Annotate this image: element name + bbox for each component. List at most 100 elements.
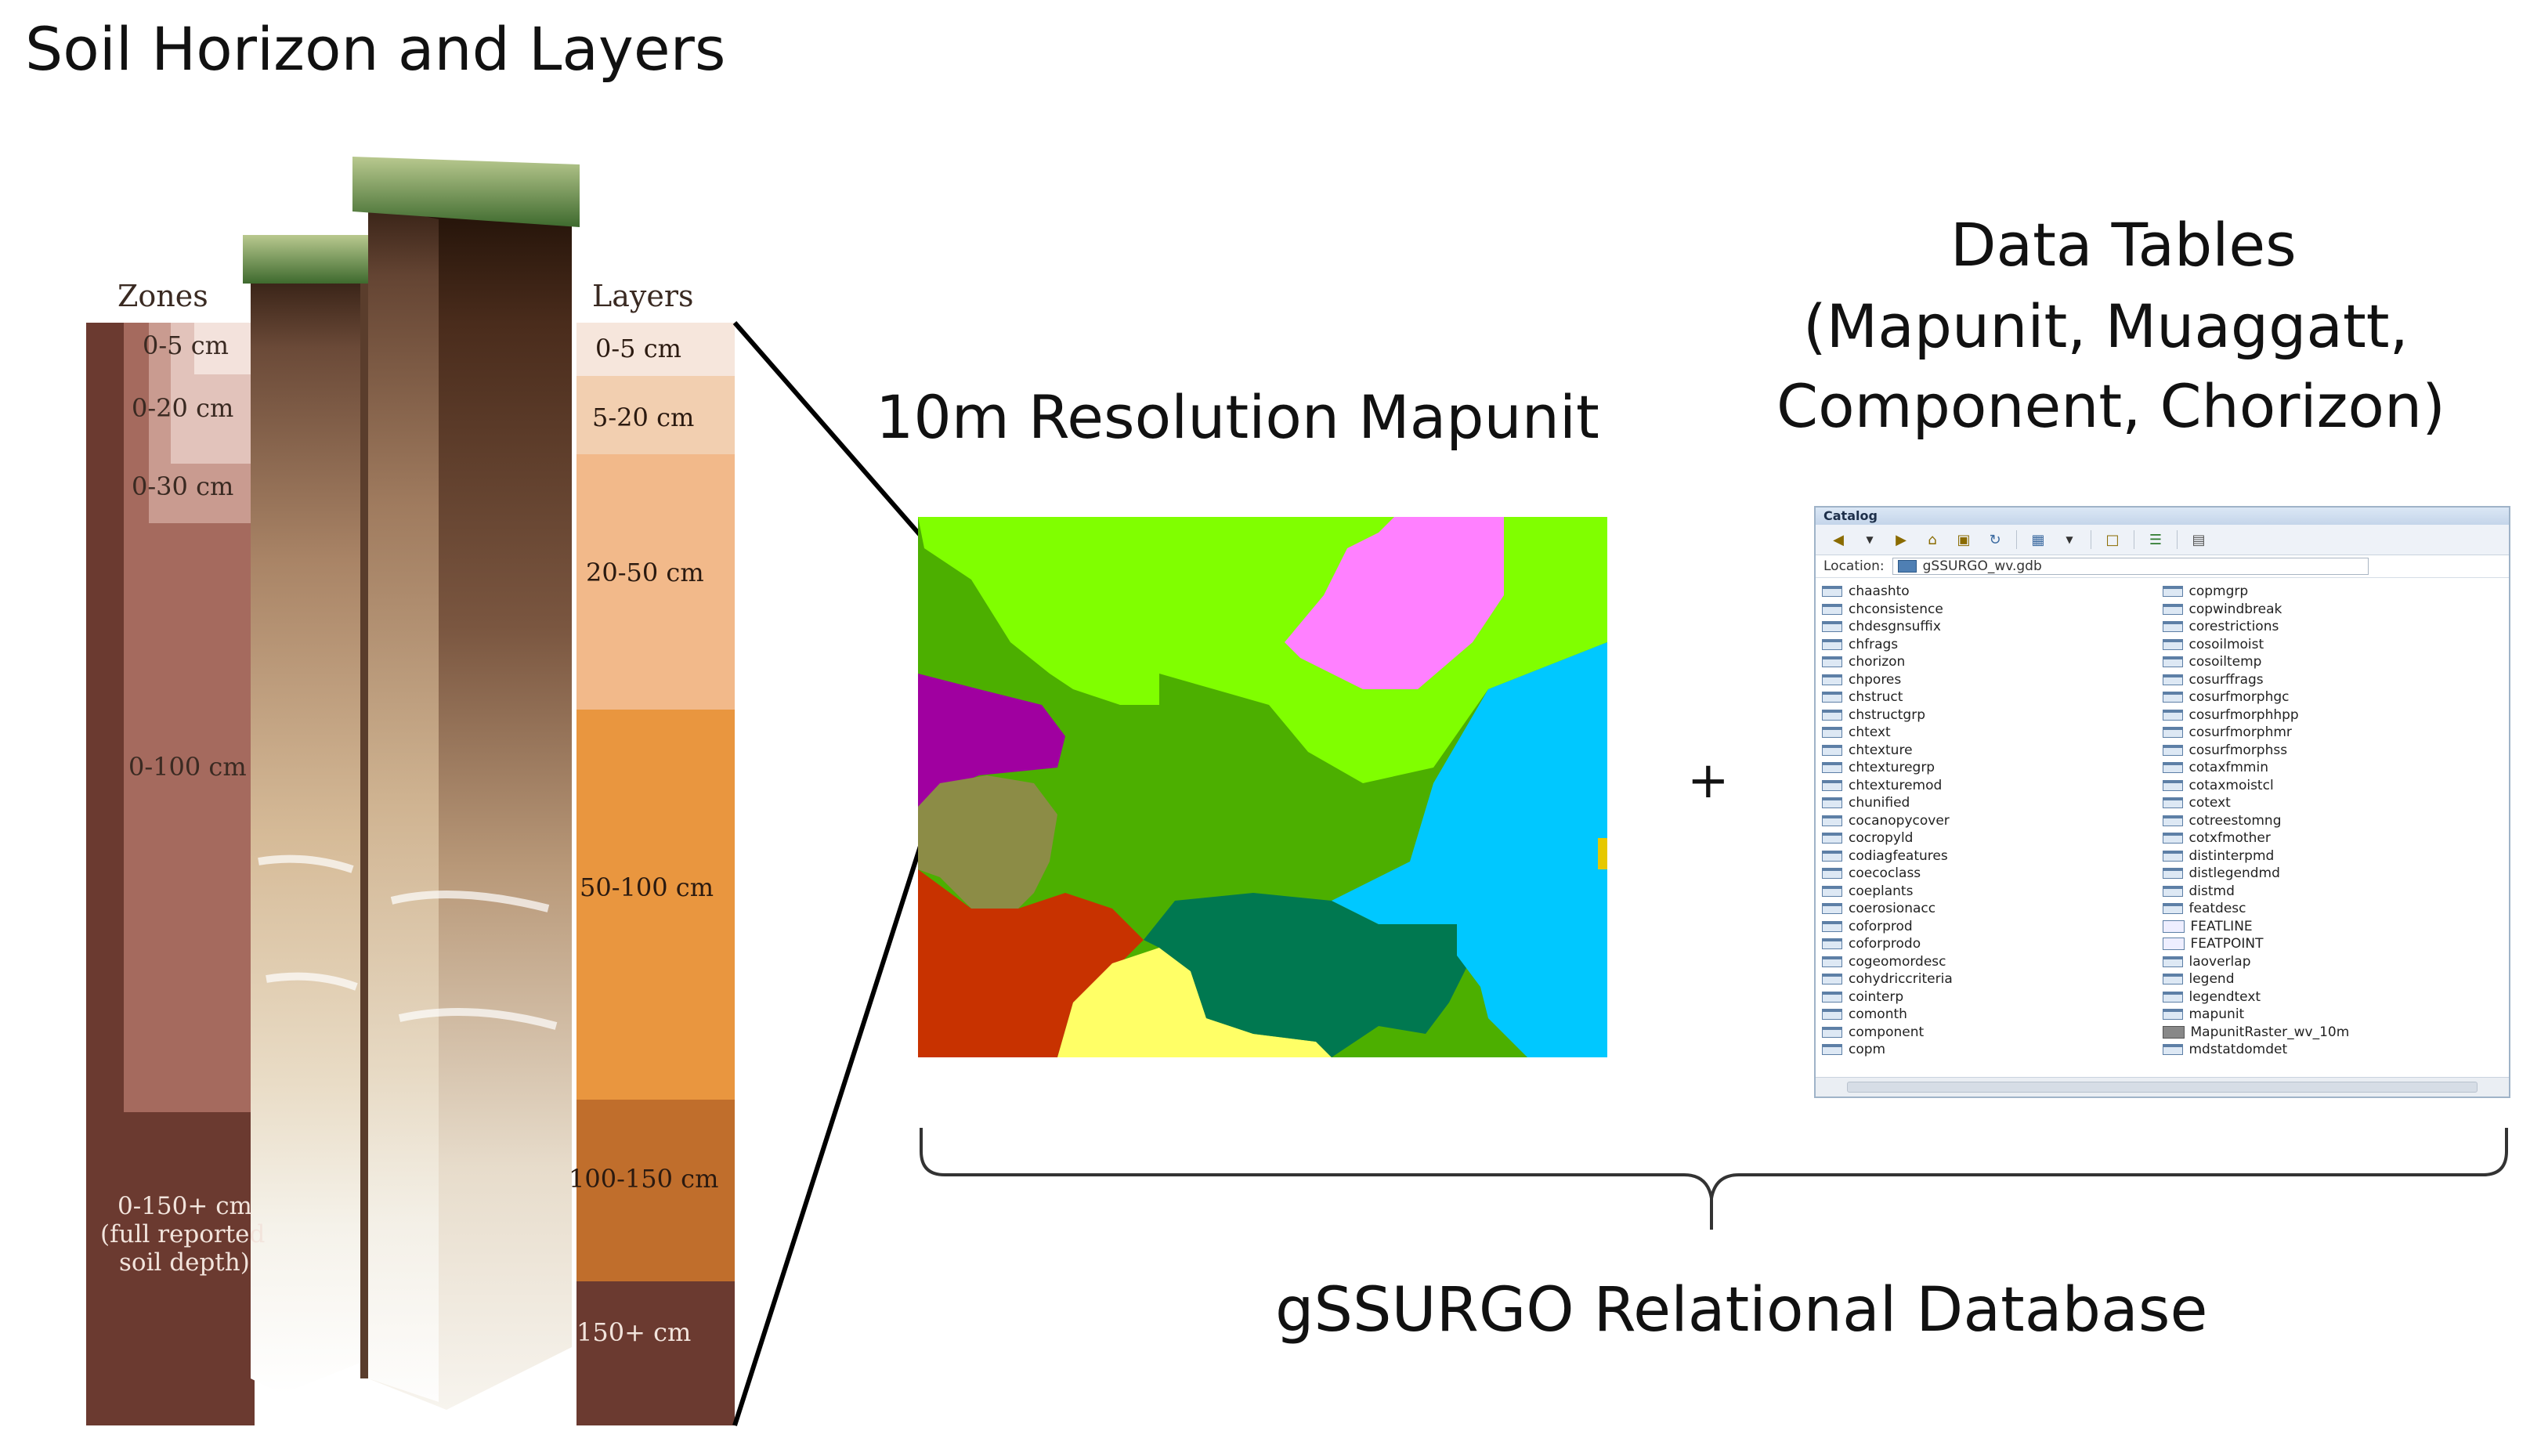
catalog-table-item[interactable]: cotreestomng bbox=[2162, 812, 2503, 830]
catalog-table-item[interactable]: cosurfmorphmr bbox=[2162, 724, 2503, 742]
view-options-icon[interactable]: ▦ bbox=[2031, 531, 2045, 548]
catalog-table-item[interactable]: distinterpmd bbox=[2162, 847, 2503, 865]
catalog-table-item[interactable]: cotext bbox=[2162, 794, 2503, 812]
catalog-table-item[interactable]: cosurfmorphgc bbox=[2162, 688, 2503, 706]
catalog-item-label: component bbox=[1849, 1024, 1925, 1040]
table-icon bbox=[2162, 885, 2183, 897]
catalog-table-item[interactable]: cocropyld bbox=[1822, 829, 2163, 847]
catalog-table-item[interactable]: coforprodo bbox=[1822, 935, 2163, 953]
catalog-table-item[interactable]: featdesc bbox=[2162, 900, 2503, 918]
table-icon bbox=[2162, 991, 2183, 1003]
catalog-table-item[interactable]: corestrictions bbox=[2162, 618, 2503, 636]
catalog-table-item[interactable]: cotxfmother bbox=[2162, 829, 2503, 847]
catalog-table-item[interactable]: cosurffrags bbox=[2162, 671, 2503, 689]
catalog-table-item[interactable]: mapunit bbox=[2162, 1006, 2503, 1024]
catalog-table-item[interactable]: chpores bbox=[1822, 671, 2163, 689]
catalog-item-label: featdesc bbox=[2188, 901, 2246, 917]
catalog-table-item[interactable]: chdesgnsuffix bbox=[1822, 618, 2163, 636]
table-icon bbox=[2162, 779, 2183, 791]
location-label: Location: bbox=[1823, 558, 1885, 574]
horizontal-scrollbar[interactable] bbox=[1816, 1077, 2509, 1097]
catalog-table-item[interactable]: chaashto bbox=[1822, 583, 2163, 601]
catalog-table-item[interactable]: coerosionacc bbox=[1822, 900, 2163, 918]
catalog-table-item[interactable]: cointerp bbox=[1822, 988, 2163, 1006]
table-icon bbox=[1822, 674, 1842, 685]
catalog-table-item[interactable]: component bbox=[1822, 1024, 2163, 1042]
catalog-table-item[interactable]: chtext bbox=[1822, 724, 2163, 742]
catalog-table-item[interactable]: chtexture bbox=[1822, 742, 2163, 760]
options-icon[interactable]: ▤ bbox=[2192, 531, 2206, 548]
table-icon bbox=[2162, 850, 2183, 862]
table-icon bbox=[2162, 586, 2183, 598]
catalog-table-item[interactable]: chtexturegrp bbox=[1822, 759, 2163, 777]
new-folder-icon[interactable]: □ bbox=[2105, 531, 2120, 548]
mapunit-raster bbox=[918, 517, 1607, 1057]
catalog-title: Catalog bbox=[1816, 508, 2509, 525]
refresh-icon[interactable]: ↻ bbox=[1989, 531, 2001, 548]
catalog-table-item[interactable]: chconsistence bbox=[1822, 601, 2163, 619]
table-icon bbox=[1822, 1044, 1842, 1056]
back-arrow-icon[interactable]: ◀ bbox=[1833, 531, 1844, 548]
catalog-table-item[interactable]: legendtext bbox=[2162, 988, 2503, 1006]
tree-toggle-icon[interactable]: ☰ bbox=[2149, 531, 2163, 548]
home-icon[interactable]: ⌂ bbox=[1928, 531, 1937, 548]
catalog-table-item[interactable]: copm bbox=[1822, 1041, 2163, 1059]
catalog-table-item[interactable]: cocanopycover bbox=[1822, 812, 2163, 830]
catalog-table-item[interactable]: coecoclass bbox=[1822, 865, 2163, 883]
catalog-item-label: cointerp bbox=[1849, 988, 1904, 1005]
table-icon bbox=[1822, 938, 1842, 950]
catalog-table-item[interactable]: codiagfeatures bbox=[1822, 847, 2163, 865]
catalog-table-item[interactable]: FEATLINE bbox=[2162, 918, 2503, 936]
catalog-table-item[interactable]: cosurfmorphhpp bbox=[2162, 706, 2503, 724]
dropdown-arrow-icon[interactable]: ▼ bbox=[1866, 534, 1874, 545]
catalog-table-item[interactable]: legend bbox=[2162, 970, 2503, 988]
catalog-table-item[interactable]: chstructgrp bbox=[1822, 706, 2163, 724]
catalog-table-item[interactable]: chtexturemod bbox=[1822, 777, 2163, 795]
feature-class-icon bbox=[2162, 938, 2185, 951]
catalog-table-item[interactable]: FEATPOINT bbox=[2162, 935, 2503, 953]
catalog-table-item[interactable]: cosurfmorphss bbox=[2162, 742, 2503, 760]
catalog-table-item[interactable]: coeplants bbox=[1822, 883, 2163, 901]
catalog-table-item[interactable]: coforprod bbox=[1822, 918, 2163, 936]
catalog-table-item[interactable]: copwindbreak bbox=[2162, 601, 2503, 619]
scrollbar-thumb[interactable] bbox=[1847, 1082, 2478, 1093]
table-icon bbox=[2162, 656, 2183, 668]
forward-arrow-icon[interactable]: ▶ bbox=[1896, 531, 1907, 548]
catalog-table-item[interactable]: cotaxfmmin bbox=[2162, 759, 2503, 777]
catalog-table-item[interactable]: laoverlap bbox=[2162, 953, 2503, 971]
catalog-table-item[interactable]: distlegendmd bbox=[2162, 865, 2503, 883]
catalog-item-label: codiagfeatures bbox=[1849, 847, 1948, 864]
catalog-item-label: cotaxfmmin bbox=[2188, 760, 2269, 776]
catalog-table-item[interactable]: cotaxmoistcl bbox=[2162, 777, 2503, 795]
catalog-table-item[interactable]: chstruct bbox=[1822, 688, 2163, 706]
catalog-table-item[interactable]: MapunitRaster_wv_10m bbox=[2162, 1024, 2503, 1042]
catalog-item-label: legendtext bbox=[2188, 988, 2261, 1005]
catalog-item-label: comonth bbox=[1849, 1006, 1907, 1023]
folder-connect-icon[interactable]: ▣ bbox=[1957, 531, 1971, 548]
catalog-table-item[interactable]: chorizon bbox=[1822, 653, 2163, 671]
catalog-item-label: cosurffrags bbox=[2188, 671, 2264, 688]
catalog-table-item[interactable]: copmgrp bbox=[2162, 583, 2503, 601]
catalog-table-item[interactable]: chunified bbox=[1822, 794, 2163, 812]
catalog-table-item[interactable]: cosoiltemp bbox=[2162, 653, 2503, 671]
catalog-table-item[interactable]: chfrags bbox=[1822, 636, 2163, 654]
location-field[interactable]: gSSURGO_wv.gdb bbox=[1892, 558, 2369, 575]
table-icon bbox=[2162, 603, 2183, 615]
catalog-toolbar: ◀ ▼ ▶ ⌂ ▣ ↻ ▦ ▼ □ ☰ ▤ bbox=[1816, 525, 2509, 555]
soil-monolith-illustration bbox=[243, 157, 580, 1410]
catalog-window: Catalog ◀ ▼ ▶ ⌂ ▣ ↻ ▦ ▼ □ ☰ ▤ Location: … bbox=[1814, 506, 2510, 1098]
catalog-table-item[interactable]: comonth bbox=[1822, 1006, 2163, 1024]
catalog-table-item[interactable]: cohydriccriteria bbox=[1822, 970, 2163, 988]
catalog-item-label: distmd bbox=[2188, 883, 2235, 899]
catalog-table-item[interactable]: distmd bbox=[2162, 883, 2503, 901]
catalog-item-label: chaashto bbox=[1849, 583, 1910, 600]
catalog-item-label: coerosionacc bbox=[1849, 901, 1936, 917]
table-icon bbox=[2162, 621, 2183, 633]
view-dropdown-icon[interactable]: ▼ bbox=[2066, 534, 2073, 545]
catalog-table-item[interactable]: mdstatdomdet bbox=[2162, 1041, 2503, 1059]
catalog-table-item[interactable]: cogeomordesc bbox=[1822, 953, 2163, 971]
catalog-table-item[interactable]: cosoilmoist bbox=[2162, 636, 2503, 654]
table-icon bbox=[1822, 727, 1842, 739]
table-icon bbox=[1822, 797, 1842, 809]
